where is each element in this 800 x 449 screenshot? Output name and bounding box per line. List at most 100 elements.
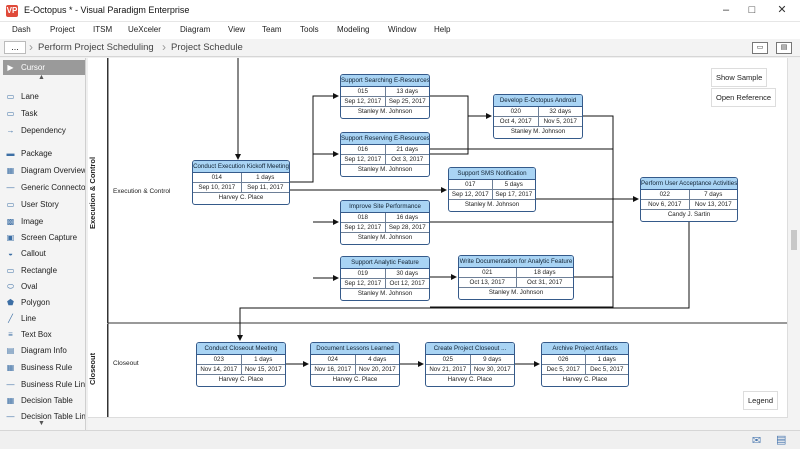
dependency-arrow (583, 115, 614, 149)
task-start-date: Oct 4, 2017 (499, 118, 532, 125)
layout-icon[interactable]: ▤ (776, 42, 792, 54)
document-icon[interactable]: ▤ (776, 434, 787, 446)
legend-button[interactable]: Legend (743, 391, 779, 410)
task-end-date: Nov 30, 2017 (469, 365, 515, 374)
scroll-down-icon[interactable]: ▼ (38, 420, 45, 427)
app-logo-icon: VP (6, 5, 18, 17)
task-start-date: Nov 14, 2017 (200, 366, 238, 373)
connector-icon: — (6, 183, 15, 192)
task-start-date: Nov 16, 2017 (314, 366, 352, 373)
menu-itsm[interactable]: ITSM (93, 25, 113, 34)
palette-item-polygon[interactable]: ⬟Polygon (3, 295, 85, 310)
palette-item-line[interactable]: ╱Line (3, 311, 85, 326)
task-end-date: Nov 5, 2017 (537, 117, 583, 126)
task-name: Develop E-Octopus Android (494, 95, 582, 107)
task-owner: Harvey C. Place (332, 376, 378, 383)
menu-diagram[interactable]: Diagram (180, 25, 211, 34)
palette-item-diagram-info[interactable]: ▤Diagram Info (6, 346, 67, 355)
menu-help[interactable]: Help (434, 25, 451, 34)
scroll-up-icon[interactable]: ▲ (38, 74, 45, 81)
palette-item-diagram-overview[interactable]: ▦Diagram Overview (6, 166, 86, 175)
task-name: Create Project Closeout ... (426, 343, 514, 355)
task-name: Archive Project Artifacts (542, 343, 628, 355)
task-owner: Harvey C. Place (447, 376, 493, 383)
show-sample-button[interactable]: Show Sample (711, 68, 768, 87)
task-end-date: Dec 5, 2017 (584, 365, 629, 374)
palette-item-package[interactable]: ▬Package (6, 149, 53, 158)
task-owner: Harvey C. Place (562, 376, 608, 383)
task-start-date: Nov 6, 2017 (648, 201, 682, 208)
task-start-date: Sep 12, 2017 (344, 156, 382, 163)
palette-item-decision-table-link[interactable]: —Decision Table Link (6, 412, 86, 421)
task-start-date: Sep 12, 2017 (344, 224, 382, 231)
scrollbar-thumb[interactable] (791, 230, 797, 250)
maximize-button[interactable]: □ (748, 4, 756, 16)
menu-tools[interactable]: Tools (300, 25, 319, 34)
dependency-arrow (237, 222, 690, 341)
open-reference-button[interactable]: Open Reference (711, 88, 777, 107)
lane-label: Execution & Control (113, 188, 171, 195)
palette-item-business-rule-link[interactable]: —Business Rule Link (6, 380, 86, 389)
arrow-icon: → (6, 126, 15, 135)
palette-item-cursor[interactable]: ▶ Cursor (3, 60, 85, 75)
text-box-icon: ≡ (8, 330, 13, 339)
palette-item-generic-connector[interactable]: —Generic Connector (6, 183, 86, 192)
palette-item-text-box[interactable]: ≡Text Box (3, 327, 85, 342)
task-end-date: Oct 3, 2017 (384, 155, 430, 164)
palette-item-callout[interactable]: ◒Callout (3, 246, 85, 261)
palette-item-business-rule[interactable]: ▦Business Rule (6, 363, 73, 372)
palette-item-rectangle[interactable]: ▭Rectangle (6, 266, 58, 275)
diagram-info-icon: ▤ (6, 346, 15, 355)
task-start-date: Nov 21, 2017 (429, 366, 467, 373)
menu-window[interactable]: Window (388, 25, 417, 34)
palette-item-decision-table[interactable]: ▦Decision Table (6, 396, 73, 405)
task-end-date: Oct 31, 2017 (515, 278, 574, 287)
horizontal-scrollbar[interactable] (88, 417, 788, 430)
task-node[interactable]: Write Documentation for Analytic Feature… (458, 255, 574, 300)
menu-project[interactable]: Project (50, 25, 75, 34)
mail-icon[interactable]: ✉ (752, 435, 762, 447)
vertical-scrollbar[interactable] (787, 58, 800, 430)
task-duration: 1 days (584, 355, 629, 364)
breadcrumb-item-perform-project-scheduling[interactable]: Perform Project Scheduling (38, 42, 154, 53)
palette-item-lane[interactable]: ▭Lane (6, 92, 39, 101)
task-id: 025 (442, 356, 453, 363)
menu-dash[interactable]: Dash (12, 25, 31, 34)
diagram-navigator-icon[interactable]: ▭ (752, 42, 768, 54)
palette-item-task[interactable]: ▭Task (6, 109, 38, 118)
palette-item-screen-capture[interactable]: ▣Screen Capture (6, 233, 78, 242)
minimize-button[interactable]: – (722, 4, 730, 16)
menu-modeling[interactable]: Modeling (337, 25, 370, 34)
palette-item-dependency[interactable]: →Dependency (6, 126, 66, 135)
palette-item-oval[interactable]: ⬭Oval (3, 279, 85, 294)
breadcrumb-item-project-schedule[interactable]: Project Schedule (171, 42, 243, 53)
breadcrumb-more-button[interactable]: ... (4, 41, 26, 54)
menu-view[interactable]: View (228, 25, 246, 34)
menu-uexceler[interactable]: UeXceler (128, 25, 161, 34)
dependency-arrow (430, 116, 469, 155)
menu-team[interactable]: Team (262, 25, 282, 34)
task-id: 018 (357, 214, 368, 221)
task-id: 019 (357, 270, 368, 277)
lane-header-execution-control[interactable]: Execution & Control (88, 58, 108, 323)
diagram-canvas[interactable]: Execution & Control Closeout Execution &… (88, 58, 800, 430)
task-duration: 13 days (384, 87, 430, 96)
close-button[interactable]: ✕ (777, 4, 787, 16)
palette-item-image[interactable]: ▩Image (6, 217, 44, 226)
palette-item-user-story[interactable]: ▭User Story (6, 200, 59, 209)
lane-header-closeout[interactable]: Closeout (88, 324, 108, 430)
task-name: Conduct Execution Kickoff Meeting (193, 161, 289, 173)
task-duration: 16 days (384, 213, 430, 222)
